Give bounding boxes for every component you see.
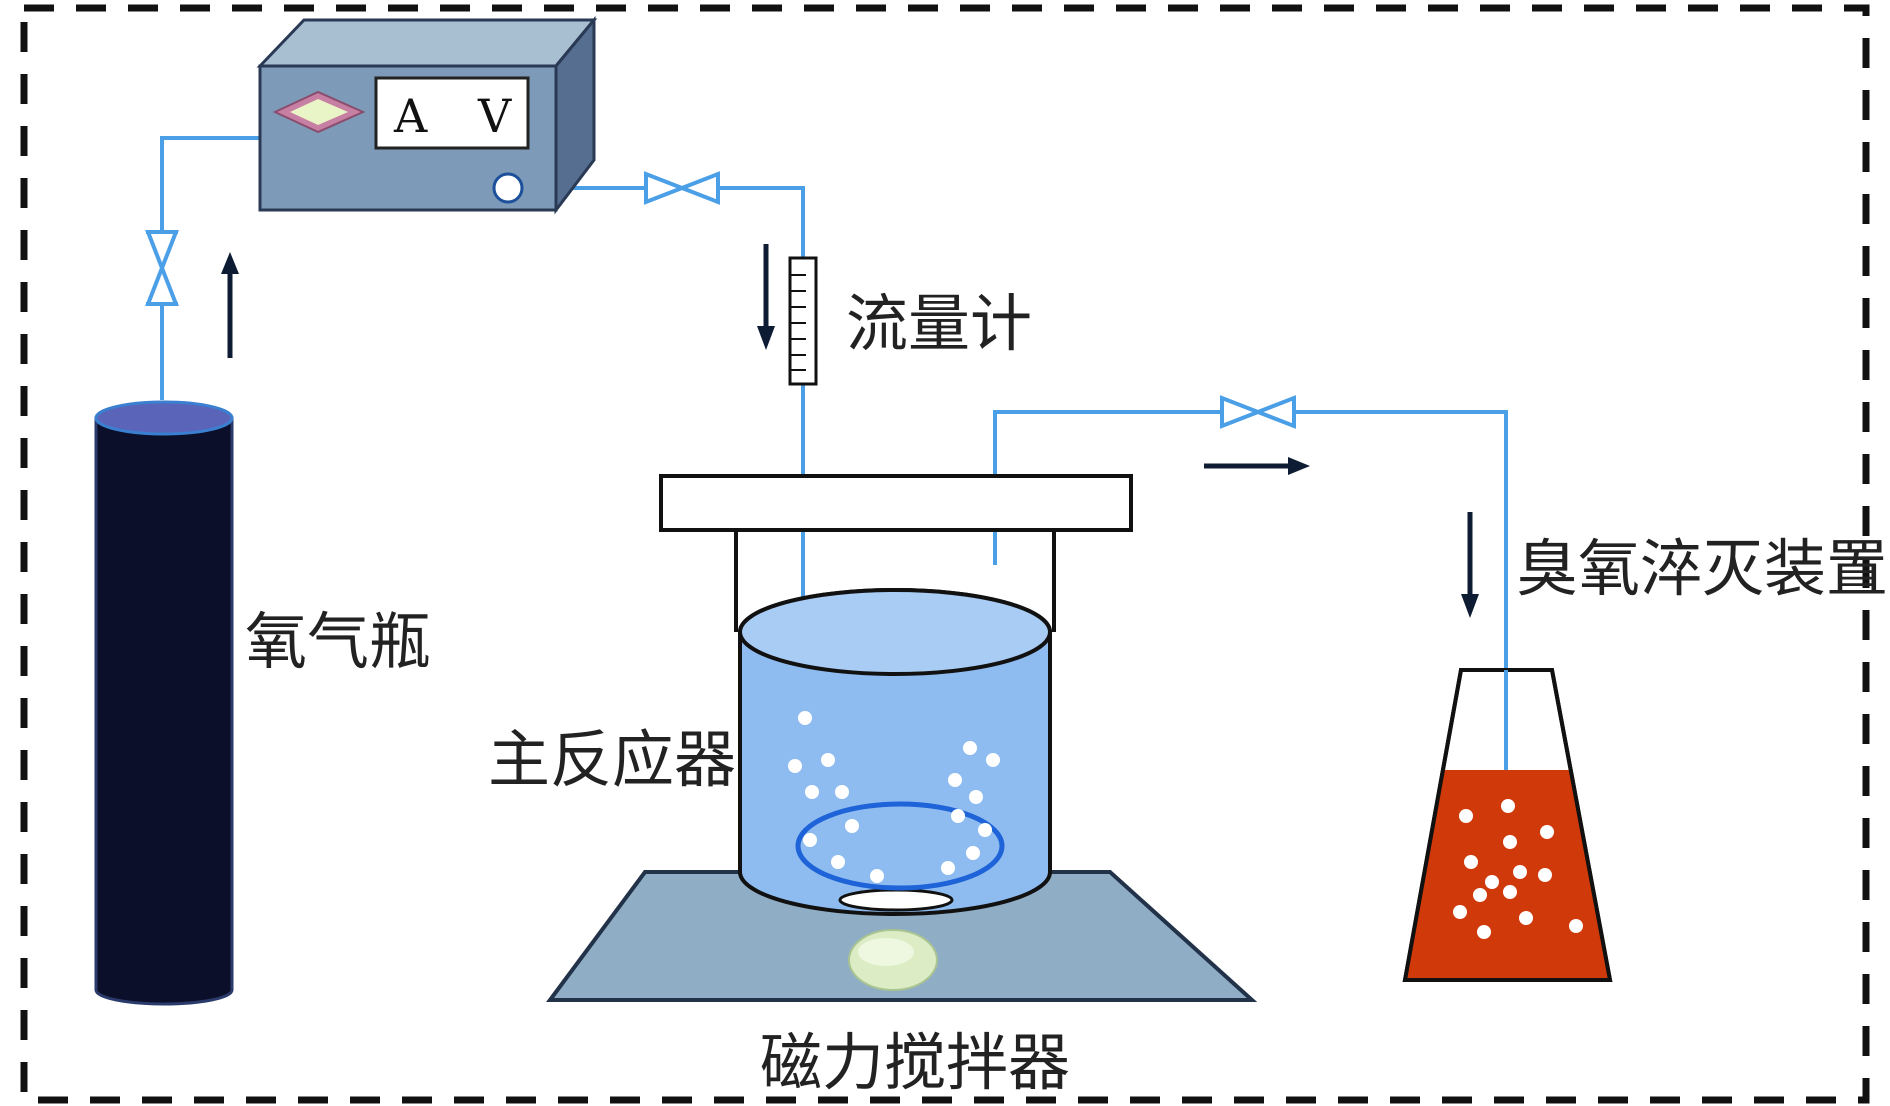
outlet-port [492, 172, 524, 204]
bubble-icon [788, 711, 1000, 883]
gas-diffuser-ring [795, 801, 1005, 891]
arrow-right-icon [1204, 457, 1310, 475]
arrow-down-icon [757, 244, 775, 350]
tube-cylinder-to-generator [160, 136, 260, 400]
label-main-reactor: 主反应器 [488, 723, 736, 796]
tube-generator-to-flowmeter [505, 186, 805, 258]
oxygen-cylinder [94, 400, 234, 1006]
valve-icon [145, 230, 179, 306]
label-ozone-quench: 臭氧淬灭装置 [1516, 532, 1888, 605]
water-surface [738, 588, 1052, 676]
meter-v-label: V [477, 89, 512, 143]
cylinder-top [94, 400, 234, 436]
valve-icon [1220, 395, 1296, 429]
ozone-generator: A V [256, 15, 598, 215]
arrow-down-icon [1461, 512, 1479, 618]
magnetic-stirrer [546, 870, 1258, 1002]
flowmeter [788, 256, 818, 386]
label-flowmeter: 流量计 [846, 287, 1032, 360]
label-magnetic-stirrer: 磁力搅拌器 [760, 1026, 1070, 1099]
meter-a-label: A [393, 89, 428, 143]
valve-icon [644, 171, 720, 205]
meter-panel [374, 76, 530, 150]
bubble-icon [1453, 799, 1583, 939]
reactor-lid [659, 474, 1133, 532]
main-reactor [659, 474, 1133, 916]
ozone-quench-flask [1402, 668, 1613, 982]
arrow-up-icon [221, 252, 239, 358]
dashed-border [20, 4, 1870, 1104]
indicator-lamp-icon [272, 90, 366, 134]
quench-liquid [1405, 770, 1610, 980]
label-oxygen-cylinder: 氧气瓶 [245, 605, 431, 678]
